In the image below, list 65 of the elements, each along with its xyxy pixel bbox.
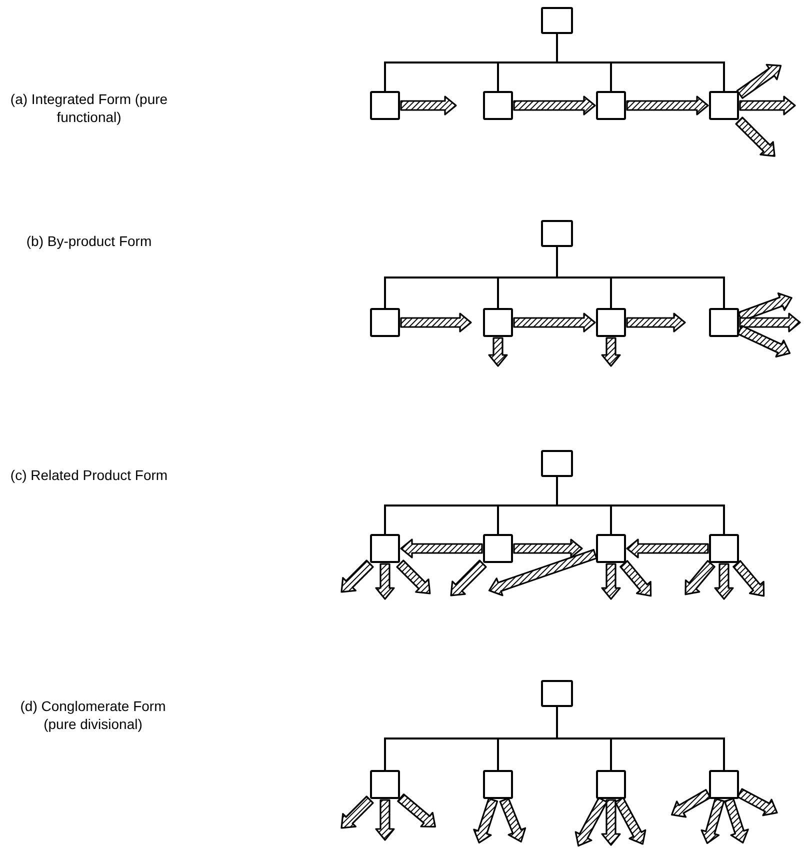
hatched-arrow	[732, 560, 765, 597]
hatched-arrow	[601, 563, 621, 600]
connector-line	[556, 34, 725, 91]
hatched-arrow	[626, 96, 709, 116]
hatched-arrow	[739, 312, 801, 332]
hatched-arrow	[513, 312, 596, 332]
form-caption: (a) Integrated Form (pure functional)	[9, 90, 169, 126]
hatched-arrow	[400, 538, 483, 558]
hatched-arrow	[340, 560, 374, 593]
hatched-arrow	[601, 337, 621, 367]
org-unit-box	[596, 308, 626, 337]
org-unit-box	[370, 534, 400, 563]
hatched-arrow	[400, 312, 472, 332]
hatched-arrow	[513, 96, 596, 116]
hatched-arrow	[499, 797, 526, 842]
hatched-arrow	[340, 796, 374, 829]
hatched-arrow	[735, 116, 776, 157]
hatched-arrow	[614, 797, 646, 845]
org-unit-box	[596, 770, 626, 799]
hatched-arrow	[724, 798, 749, 844]
hatched-arrow	[626, 312, 686, 332]
hatched-arrow	[450, 560, 487, 596]
hatched-arrow	[626, 538, 709, 558]
org-unit-box	[370, 770, 400, 799]
hatched-arrow	[375, 799, 395, 841]
org-unit-box	[541, 680, 573, 707]
org-unit-box	[483, 308, 513, 337]
form-caption: (b) By-product Form	[25, 232, 153, 250]
hatched-arrow	[737, 788, 778, 816]
org-unit-box	[709, 91, 739, 120]
hatched-arrow	[714, 563, 734, 600]
org-unit-box	[709, 308, 739, 337]
connector-line	[556, 477, 725, 534]
hatched-arrow	[375, 563, 395, 600]
connector-line	[556, 707, 725, 770]
org-unit-box	[483, 91, 513, 120]
hatched-arrow	[488, 337, 508, 367]
org-unit-box	[541, 7, 573, 34]
hatched-arrow	[739, 96, 796, 116]
form-caption: (d) Conglomerate Form (pure divisional)	[19, 697, 167, 733]
org-unit-box	[541, 450, 573, 477]
hatched-arrow	[397, 794, 436, 828]
hatched-arrow	[700, 798, 725, 844]
hatched-arrow	[736, 64, 782, 99]
hatched-arrow	[574, 797, 608, 847]
hatched-arrow	[400, 96, 457, 116]
hatched-arrow	[473, 798, 498, 844]
org-unit-box	[709, 534, 739, 563]
org-unit-box	[541, 220, 573, 247]
hatched-arrow	[601, 799, 621, 846]
form-caption: (c) Related Product Form	[9, 466, 169, 484]
org-unit-box	[596, 91, 626, 120]
hatched-arrow	[620, 560, 652, 597]
org-unit-box	[596, 534, 626, 563]
hatched-arrow	[671, 789, 712, 818]
hatched-arrow	[513, 538, 583, 558]
org-unit-box	[370, 308, 400, 337]
hatched-arrow	[488, 548, 598, 596]
hatched-arrow	[737, 325, 791, 358]
org-unit-box	[709, 770, 739, 799]
hatched-arrow	[396, 560, 431, 594]
hatched-arrow	[684, 560, 716, 596]
org-unit-box	[370, 91, 400, 120]
org-unit-box	[483, 770, 513, 799]
org-unit-box	[483, 534, 513, 563]
